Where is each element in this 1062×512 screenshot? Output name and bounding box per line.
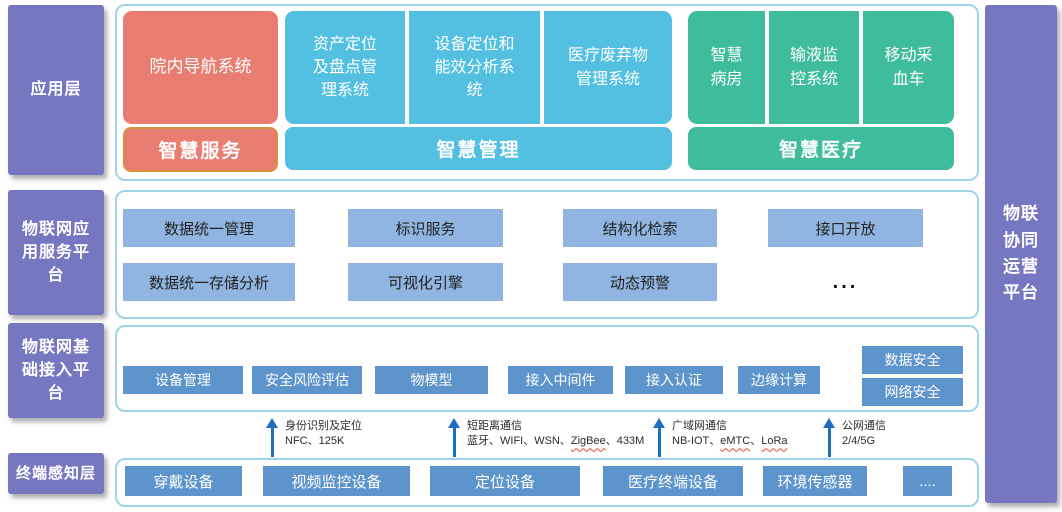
app-box-medical-waste-management: 医疗废弃物 管理系统 bbox=[544, 11, 672, 124]
panel-iot-app-service-platform: 数据统一管理 标识服务 结构化检索 接口开放 数据统一存储分析 可视化引擎 动态… bbox=[115, 190, 979, 319]
layer-label-iot-app-service-platform: 物联网应 用服务平 台 bbox=[8, 190, 104, 315]
up-arrow-icon bbox=[822, 418, 836, 457]
acc-box-thing-model: 物模型 bbox=[375, 366, 488, 394]
acc-box-edge-computing: 边缘计算 bbox=[738, 366, 820, 394]
layer-label-application: 应用层 bbox=[8, 5, 104, 175]
app-box-indoor-navigation: 院内导航系统 bbox=[123, 11, 278, 124]
term-box-ellipsis: .... bbox=[903, 466, 952, 496]
comm-sub: 2/4/5G bbox=[842, 435, 876, 448]
acc-box-data-security: 数据安全 bbox=[862, 346, 963, 374]
acc-box-security-risk-assessment: 安全风险评估 bbox=[252, 366, 362, 394]
svc-box-identification-service: 标识服务 bbox=[348, 209, 503, 247]
term-box-positioning-devices: 定位设备 bbox=[430, 466, 580, 496]
svc-ellipsis: ... bbox=[832, 270, 859, 293]
app-box-asset-positioning-inventory: 资产定位 及盘点管 理系统 bbox=[285, 11, 405, 124]
svc-box-dynamic-warning: 动态预警 bbox=[563, 263, 717, 301]
svc-box-unified-data-management: 数据统一管理 bbox=[123, 209, 295, 247]
label-smart-service: 智慧服务 bbox=[123, 127, 278, 172]
term-box-environment-sensors: 环境传感器 bbox=[763, 466, 867, 496]
app-box-mobile-blood-collection: 移动采 血车 bbox=[863, 11, 954, 124]
comm-title: 短距离通信 bbox=[467, 420, 522, 432]
panel-terminal-perception-layer: 穿戴设备 视频监控设备 定位设备 医疗终端设备 环境传感器 .... bbox=[115, 458, 979, 507]
acc-box-device-management: 设备管理 bbox=[123, 366, 243, 394]
term-box-medical-terminal-devices: 医疗终端设备 bbox=[603, 466, 743, 496]
comm-label-identity-positioning: 身份识别及定位 NFC、125K bbox=[285, 419, 362, 449]
group-smart-medical-boxes: 智慧 病房 输液监 控系统 移动采 血车 bbox=[688, 11, 954, 124]
panel-application-layer: 院内导航系统 智慧服务 资产定位 及盘点管 理系统 设备定位和 能效分析系 统 … bbox=[115, 4, 979, 181]
comm-label-short-range: 短距离通信 蓝牙、WIFI、WSN、ZigBee、433M bbox=[467, 420, 645, 448]
group-smart-management-boxes: 资产定位 及盘点管 理系统 设备定位和 能效分析系 统 医疗废弃物 管理系统 bbox=[285, 11, 672, 124]
layer-label-iot-collaborative-operation-platform: 物联 协同 运营 平台 bbox=[985, 5, 1057, 503]
up-arrow-icon bbox=[447, 418, 461, 457]
comm-title: 公网通信 bbox=[842, 420, 886, 432]
label-smart-management: 智慧管理 bbox=[285, 127, 672, 170]
svc-box-structured-search: 结构化检索 bbox=[563, 209, 717, 247]
app-box-device-positioning-energy-analysis: 设备定位和 能效分析系 统 bbox=[409, 11, 540, 124]
panel-iot-basic-access-platform: 设备管理 安全风险评估 物模型 接入中间件 接入认证 边缘计算 数据安全 网络安… bbox=[115, 325, 979, 412]
svc-box-open-api: 接口开放 bbox=[768, 209, 923, 247]
layer-label-terminal-perception: 终端感知层 bbox=[8, 453, 104, 494]
term-box-wearable-devices: 穿戴设备 bbox=[125, 466, 242, 496]
layer-label-iot-basic-access-platform: 物联网基 础接入平 台 bbox=[8, 323, 104, 418]
comm-title: 广域网通信 bbox=[672, 420, 727, 432]
acc-box-network-security: 网络安全 bbox=[862, 378, 963, 406]
app-box-infusion-monitoring: 输液监 控系统 bbox=[769, 11, 859, 124]
up-arrow-icon bbox=[652, 418, 666, 457]
comm-title: 身份识别及定位 bbox=[285, 420, 362, 432]
app-box-smart-ward: 智慧 病房 bbox=[688, 11, 765, 124]
label-smart-medical: 智慧医疗 bbox=[688, 127, 954, 170]
comm-label-public-network: 公网通信 2/4/5G bbox=[842, 419, 886, 449]
acc-box-access-middleware: 接入中间件 bbox=[508, 366, 613, 394]
acc-box-access-authentication: 接入认证 bbox=[625, 366, 723, 394]
svc-box-visualization-engine: 可视化引擎 bbox=[348, 263, 503, 301]
term-box-video-surveillance: 视频监控设备 bbox=[263, 466, 410, 496]
comm-sub: NFC、125K bbox=[285, 435, 345, 448]
up-arrow-icon bbox=[265, 418, 279, 457]
comm-label-wan: 广域网通信 NB-IOT、eMTC、LoRa bbox=[672, 420, 788, 448]
svc-box-unified-storage-analysis: 数据统一存储分析 bbox=[123, 263, 295, 301]
group-smart-service-boxes: 院内导航系统 bbox=[123, 11, 278, 124]
